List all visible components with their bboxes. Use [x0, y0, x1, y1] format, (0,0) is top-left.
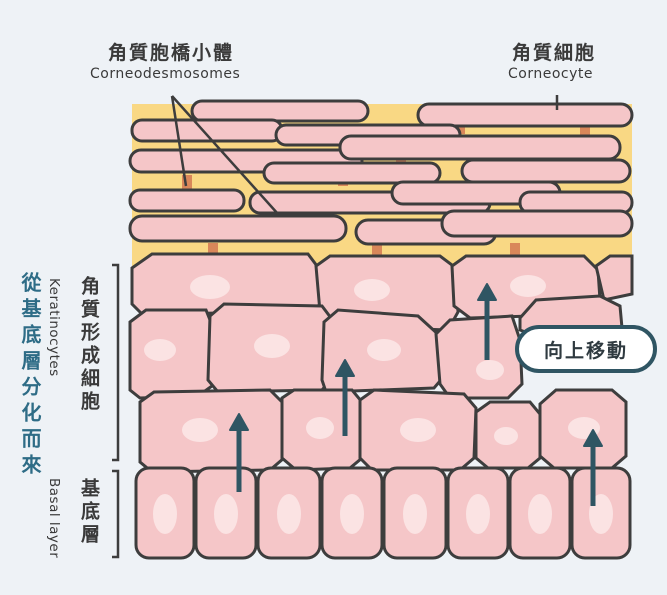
keratinocyte-cell: [594, 254, 634, 302]
side-title: 從基底層分化而來: [18, 272, 42, 480]
up-arrow-icon: [583, 429, 603, 506]
leader-line: [171, 95, 279, 215]
corneocyte-label-zh: 角質細胞: [512, 42, 597, 64]
corneodesmosome: [580, 122, 590, 136]
corneodesmosome: [510, 243, 520, 261]
basal-nuclei: [153, 494, 613, 534]
move-up-badge: 向上移動: [515, 325, 657, 373]
corneocyte-cell: [338, 134, 622, 161]
nucleus: [400, 418, 436, 442]
layer-brackets: [112, 263, 120, 559]
nucleus: [466, 494, 490, 534]
leader-lines: [170, 95, 559, 215]
up-arrow-icon: [335, 359, 355, 436]
corneodesmosome-label-zh: 角質胞橋小體: [108, 42, 235, 64]
nucleus: [340, 494, 364, 534]
corneodesmosome: [208, 243, 218, 261]
leader-line: [170, 95, 188, 187]
corneocyte-cell: [128, 214, 348, 243]
nucleus: [277, 494, 301, 534]
arrow-group: [229, 283, 603, 506]
corneocyte-cell: [416, 102, 634, 128]
corneodesmosome: [182, 175, 192, 189]
corneocyte-group: [128, 99, 634, 246]
nucleus: [190, 275, 230, 299]
corneocyte-cell: [440, 209, 634, 238]
up-arrow-icon: [229, 413, 249, 492]
keratinocytes-label-en: Keratinocytes: [46, 278, 62, 377]
corneocyte-cell: [262, 161, 442, 185]
basal-layer-group: [134, 466, 632, 560]
corneodesmosome-label-en: Corneodesmosomes: [90, 66, 241, 82]
corneodesmosome: [372, 243, 382, 261]
nucleus: [476, 360, 504, 380]
corneocyte-cell: [128, 188, 246, 213]
nucleus: [306, 417, 334, 439]
nucleus: [528, 494, 552, 534]
nucleus: [367, 339, 401, 361]
keratinocytes-label-zh: 角質形成細胞: [78, 276, 100, 414]
nucleus: [182, 418, 218, 442]
corneocyte-cell: [130, 118, 284, 143]
basal-bracket: [112, 469, 120, 559]
corneocyte-cell: [190, 99, 370, 123]
up-arrow-icon: [477, 283, 497, 360]
nucleus: [254, 334, 290, 358]
keratinocyte-nuclei: [144, 275, 600, 445]
nucleus: [214, 494, 238, 534]
nucleus: [494, 427, 518, 445]
nucleus: [153, 494, 177, 534]
basal-layer-label-en: Basal layer: [46, 478, 62, 559]
nucleus: [354, 279, 390, 301]
keratinocyte-cell: [434, 314, 524, 400]
nucleus: [510, 275, 546, 297]
nucleus: [403, 494, 427, 534]
basal-layer-label-zh: 基底層: [78, 478, 100, 547]
keratinocyte-bracket: [112, 263, 120, 462]
nucleus: [144, 339, 176, 361]
corneocyte-label-en: Corneocyte: [508, 66, 593, 82]
corneocyte-cell: [460, 158, 632, 184]
